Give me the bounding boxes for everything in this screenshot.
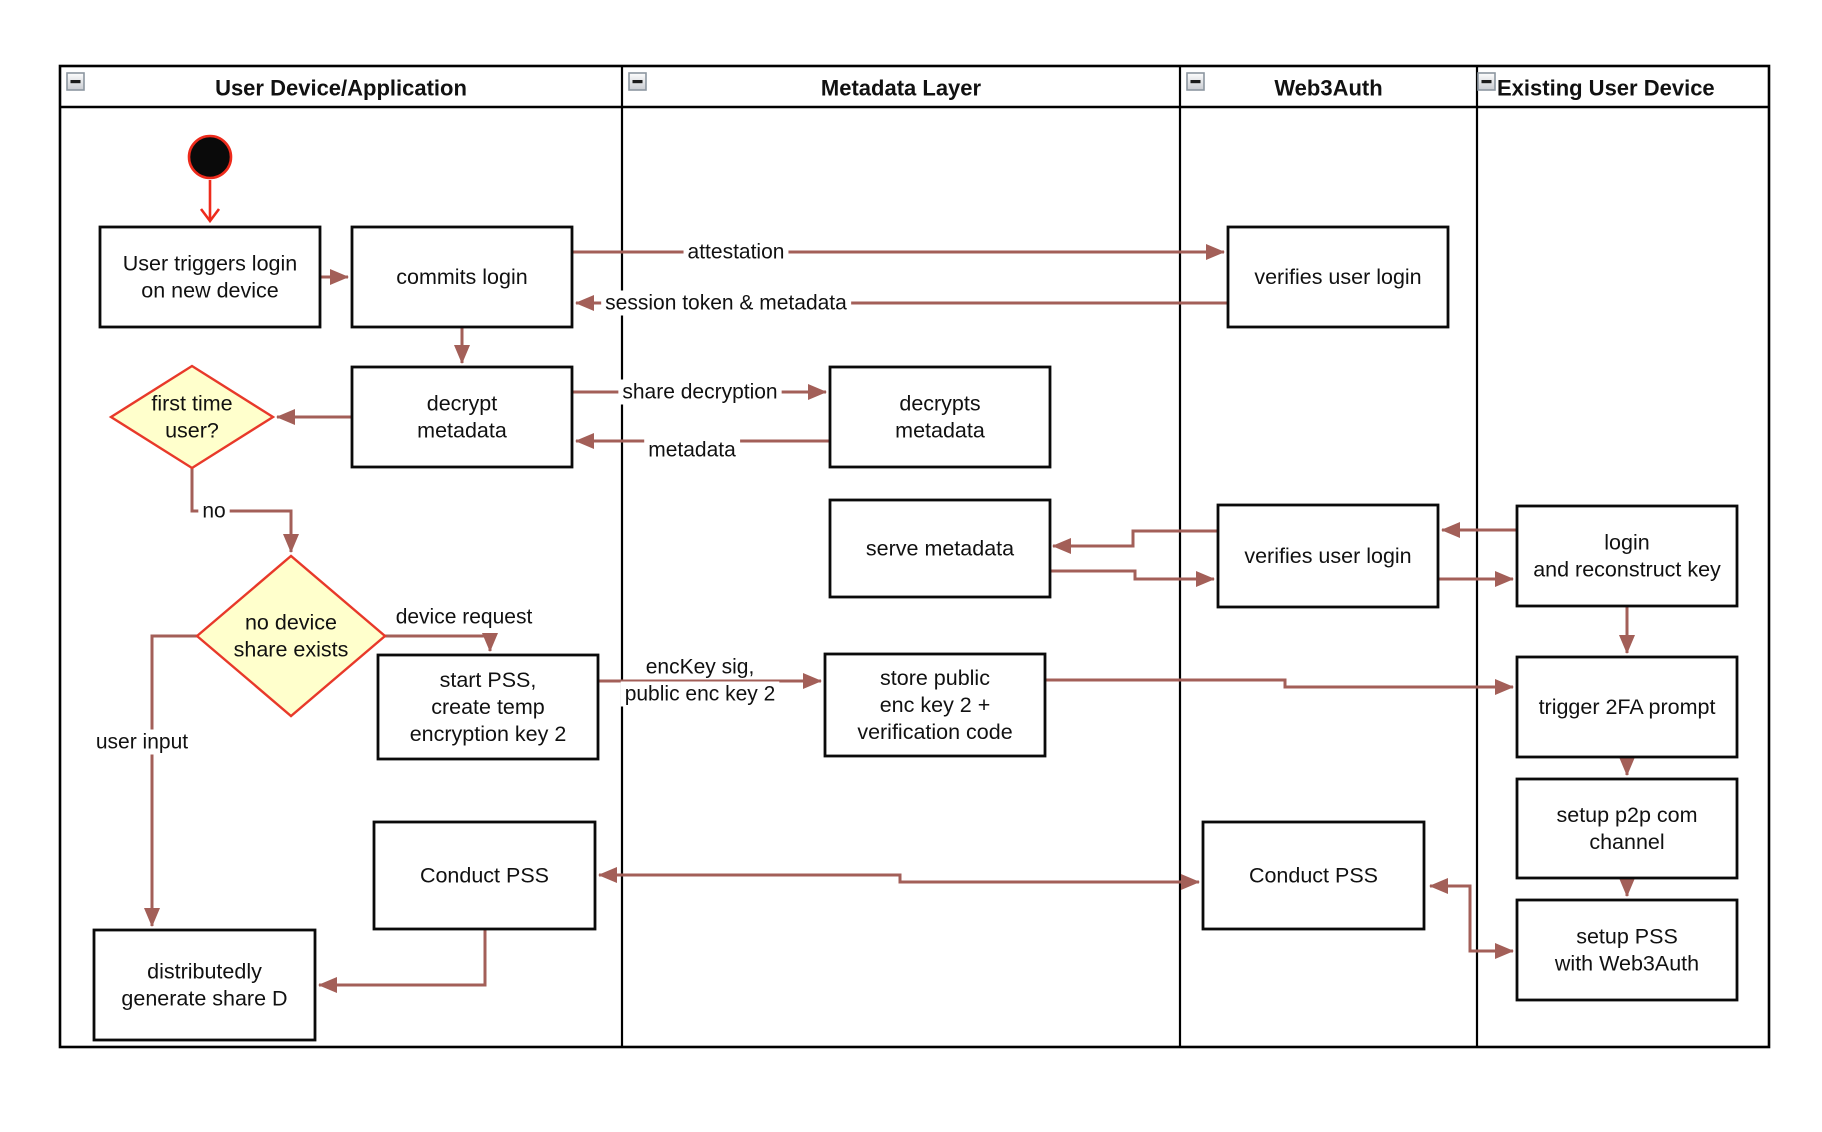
edge-label-enckey-sig-public-enc-key-2: public enc key 2 bbox=[625, 683, 776, 706]
edge-conduct-pss-to-share-d bbox=[318, 929, 487, 993]
edge-label-bg bbox=[198, 498, 230, 524]
lane-header-existing-user-device: Existing User Device bbox=[1477, 72, 1715, 101]
edge-label-device-request: device request bbox=[396, 606, 533, 629]
node-label: login bbox=[1604, 531, 1649, 555]
edge-label-bg bbox=[641, 654, 759, 680]
node-decrypt-metadata: decrypt metadata bbox=[350, 365, 574, 469]
collapse-minus-icon[interactable] bbox=[66, 72, 85, 91]
collapse-minus-icon[interactable] bbox=[1477, 72, 1496, 91]
node-distributedly-generate-share-d: distributedly generate share D bbox=[92, 928, 317, 1042]
node-conduct-pss-user: Conduct PSS bbox=[372, 820, 597, 931]
node-label: first time bbox=[151, 392, 232, 416]
node-label: verifies user login bbox=[1244, 544, 1411, 568]
node-label: and reconstruct key bbox=[1533, 558, 1721, 582]
edge-store-to-trigger-2fa bbox=[1045, 678, 1514, 695]
edge-label-bg bbox=[601, 290, 852, 316]
node-setup-p2p-com-channel: setup p2p com channel bbox=[1515, 777, 1739, 880]
node-label: metadata bbox=[417, 419, 507, 443]
node-user-triggers-login: User triggers login on new device bbox=[98, 225, 322, 329]
node-label: start PSS, bbox=[440, 668, 537, 692]
node-label: metadata bbox=[895, 419, 985, 443]
edge-label-bg bbox=[620, 681, 780, 707]
collapse-minus-icon[interactable] bbox=[1186, 72, 1205, 91]
collapse-minus-icon[interactable] bbox=[628, 72, 647, 91]
node-store-public-enc-key: store public enc key 2 + verification code bbox=[823, 652, 1047, 758]
node-label: User triggers login bbox=[123, 252, 297, 276]
node-trigger-2fa-prompt: trigger 2FA prompt bbox=[1515, 655, 1739, 759]
pool-frame bbox=[58, 64, 1771, 1049]
lane-title: Existing User Device bbox=[1497, 76, 1715, 101]
node-label: share exists bbox=[234, 638, 349, 662]
lane-header-web3auth: Web3Auth bbox=[1186, 72, 1383, 101]
node-label: setup p2p com bbox=[1556, 803, 1697, 827]
edge-label-user-input: user input bbox=[96, 731, 188, 754]
node-decrypts-metadata: decrypts metadata bbox=[828, 365, 1052, 469]
node-label: distributedly bbox=[147, 960, 262, 984]
node-label: decrypt bbox=[427, 392, 498, 416]
edge-label-metadata-return: metadata bbox=[648, 439, 736, 462]
node-label: verification code bbox=[857, 720, 1012, 744]
edge-label-session-token-and-metadata: session token & metadata bbox=[605, 292, 847, 315]
edge-label-bg bbox=[618, 379, 782, 405]
node-label: Conduct PSS bbox=[420, 864, 549, 888]
node-serve-metadata: serve metadata bbox=[828, 498, 1052, 599]
edge-user-input bbox=[144, 634, 198, 927]
node-label: trigger 2FA prompt bbox=[1539, 695, 1716, 719]
edge-label-no-branch: no bbox=[202, 500, 225, 523]
node-label: setup PSS bbox=[1576, 925, 1678, 949]
lane-header-metadata-layer: Metadata Layer bbox=[628, 72, 982, 101]
edge-label-bg bbox=[644, 437, 741, 463]
node-label: Conduct PSS bbox=[1249, 864, 1378, 888]
edge-conduct-pss-to-conduct-pss bbox=[598, 867, 1200, 890]
lane-title: Web3Auth bbox=[1274, 76, 1382, 101]
edge-label-bg bbox=[91, 729, 193, 755]
edge-label-enckey-sig-public-enc-key-2: encKey sig, bbox=[646, 656, 755, 679]
node-verifies-user-login-1: verifies user login bbox=[1226, 225, 1450, 329]
node-label: generate share D bbox=[121, 987, 287, 1011]
node-label: enc key 2 + bbox=[880, 693, 991, 717]
start-node-icon bbox=[187, 134, 233, 180]
edge-serve-metadata-to-verifies2 bbox=[1049, 569, 1215, 587]
edge-verifies2-to-serve-metadata bbox=[1052, 529, 1218, 554]
node-label: encryption key 2 bbox=[410, 722, 567, 746]
node-conduct-pss-web3auth: Conduct PSS bbox=[1201, 820, 1426, 931]
edge-label-bg bbox=[391, 604, 537, 630]
node-start bbox=[187, 134, 233, 180]
node-label: on new device bbox=[141, 279, 278, 303]
edge-setup-pss-conduct-pss-link bbox=[1429, 878, 1514, 959]
lane-title: Metadata Layer bbox=[821, 76, 982, 101]
node-label: commits login bbox=[396, 265, 527, 289]
node-start-pss-create-temp-key: start PSS, create temp encryption key 2 bbox=[376, 653, 600, 761]
node-label: decrypts bbox=[899, 392, 980, 416]
edge-label-share-decryption: share decryption bbox=[622, 381, 777, 404]
edge-no-branch bbox=[190, 468, 299, 553]
node-verifies-user-login-2: verifies user login bbox=[1216, 503, 1440, 609]
node-label: with Web3Auth bbox=[1554, 952, 1699, 976]
node-label: serve metadata bbox=[866, 537, 1014, 561]
node-label: verifies user login bbox=[1254, 265, 1421, 289]
node-first-time-user: first time user? bbox=[108, 364, 276, 470]
node-commits-login: commits login bbox=[350, 225, 574, 329]
node-no-device-share-exists: no device share exists bbox=[195, 554, 387, 718]
lane-header-user-device-application: User Device/Application bbox=[66, 72, 467, 101]
node-label: store public bbox=[880, 666, 990, 690]
edge-device-request bbox=[385, 633, 498, 652]
node-login-and-reconstruct-key: login and reconstruct key bbox=[1515, 504, 1739, 608]
node-label: channel bbox=[1589, 830, 1664, 854]
node-label: no device bbox=[245, 611, 337, 635]
node-setup-pss-with-web3auth: setup PSS with Web3Auth bbox=[1515, 898, 1739, 1002]
edge-label-attestation: attestation bbox=[688, 241, 785, 264]
edge-label-bg bbox=[683, 239, 789, 265]
node-label: user? bbox=[165, 419, 219, 443]
node-label: create temp bbox=[431, 695, 545, 719]
lane-title: User Device/Application bbox=[215, 76, 467, 101]
